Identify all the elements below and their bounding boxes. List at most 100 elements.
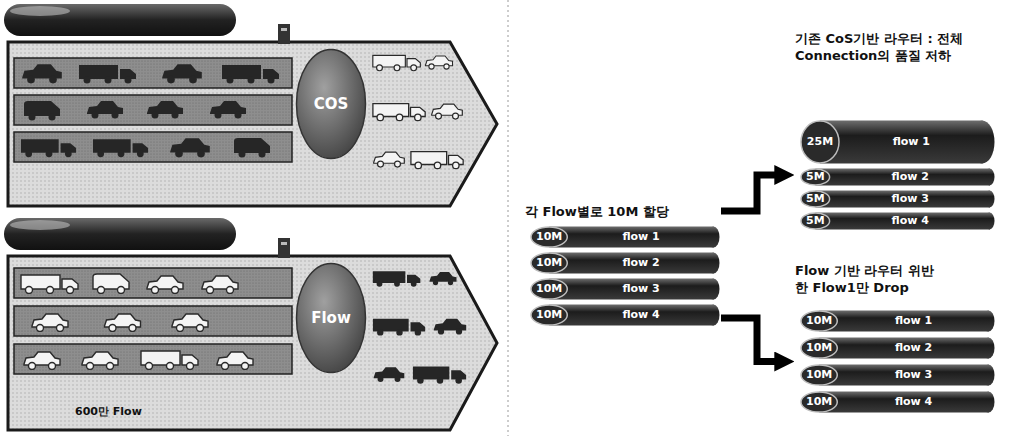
- truck-icon: [411, 152, 463, 169]
- group-heading: Flow 기반 라우터 위반한 Flow1만 Drop: [795, 262, 938, 296]
- router-circle: Flow: [295, 262, 367, 374]
- cylinder-end: [982, 392, 994, 413]
- bandwidth-label: 10M: [800, 364, 838, 386]
- cos-panel: [4, 4, 497, 206]
- car-icon: [24, 352, 60, 370]
- cylinder-end: [707, 227, 719, 248]
- van-icon: [93, 274, 129, 294]
- lane: [14, 344, 292, 374]
- flow-group: 각 Flow별로 10M 할당10Mflow 110Mflow 210Mflow…: [525, 203, 720, 326]
- cylinder-cap: [801, 392, 837, 412]
- cylinder-cap: [801, 365, 837, 385]
- flow-label: flow 2: [831, 168, 995, 186]
- cylinder-end: [984, 213, 994, 230]
- lane: [14, 268, 292, 298]
- heading-pill: [4, 218, 236, 250]
- car-icon: [202, 276, 238, 294]
- lane: [14, 95, 292, 125]
- car-icon: [87, 101, 123, 119]
- plug-icon: [281, 242, 287, 245]
- flow-label: flow 3: [838, 364, 995, 386]
- cylinder-end: [970, 121, 995, 164]
- flow-cylinder: 10Mflow 4: [530, 304, 720, 326]
- bandwidth-label: 10M: [530, 252, 568, 274]
- flow-label: flow 3: [831, 190, 995, 208]
- flow-cylinder: 10Mflow 1: [800, 310, 995, 332]
- flow-cylinder: 25Mflow 1: [800, 120, 995, 164]
- cylinder-cap: [801, 121, 839, 163]
- bandwidth-label: 10M: [800, 337, 838, 359]
- cylinder-cap: [801, 191, 830, 207]
- flow-group: 기존 CoS기반 라우터 : 전체 Connection의 품질 저하25Mfl…: [795, 30, 1000, 230]
- ellipse-outline: [297, 264, 366, 373]
- car-icon: [170, 138, 210, 157]
- group-heading: 기존 CoS기반 라우터 : 전체 Connection의 품질 저하: [795, 30, 1000, 64]
- truck-icon: [21, 139, 76, 157]
- lane: [14, 306, 292, 336]
- flow-label: flow 1: [840, 120, 995, 164]
- car-icon: [374, 152, 405, 167]
- plug-icon: [278, 24, 290, 44]
- car-icon: [22, 64, 62, 83]
- flow-cylinder: 5Mflow 4: [800, 212, 995, 230]
- cylinder-cap: [531, 305, 567, 325]
- van-icon: [24, 101, 60, 121]
- router-circle: COS: [295, 48, 367, 160]
- divider-line: [508, 0, 509, 436]
- flow-cylinder: 10Mflow 2: [530, 252, 720, 274]
- car-icon: [147, 276, 183, 294]
- flow-panel: [4, 218, 497, 430]
- cylinder-end: [707, 279, 719, 300]
- flow-cylinder: 5Mflow 3: [800, 190, 995, 208]
- car-icon: [430, 272, 457, 285]
- truck-icon: [141, 351, 198, 370]
- panel-outline: [8, 42, 497, 206]
- flow-label: flow 1: [838, 310, 995, 332]
- cylinder-cap: [531, 227, 567, 247]
- cylinder-end: [982, 338, 994, 359]
- bandwidth-label: 25M: [800, 120, 840, 164]
- truck-icon: [21, 275, 78, 294]
- cylinder-end: [982, 365, 994, 386]
- truck-icon: [93, 139, 148, 157]
- flow-cylinder: 10Mflow 2: [800, 337, 995, 359]
- truck-icon: [79, 65, 136, 84]
- car-icon: [32, 314, 68, 332]
- vehicles: [21, 64, 279, 157]
- flow-group: Flow 기반 라우터 위반한 Flow1만 Drop10Mflow 110Mf…: [795, 262, 995, 413]
- car-icon: [426, 56, 453, 69]
- car-icon: [82, 352, 118, 370]
- flow-label: flow 1: [568, 226, 720, 248]
- flow-label: flow 3: [568, 278, 720, 300]
- truck-icon: [373, 104, 425, 121]
- pill-highlight: [10, 6, 70, 16]
- flow-count-label: 600만 Flow: [75, 404, 142, 419]
- flow-label: flow 4: [838, 391, 995, 413]
- flow-label: flow 2: [838, 337, 995, 359]
- cylinder-end: [982, 311, 994, 332]
- flow-cylinder: 5Mflow 2: [800, 168, 995, 186]
- cylinder-cap: [801, 311, 837, 331]
- lane: [14, 132, 292, 162]
- cylinder-end: [707, 305, 719, 326]
- bandwidth-label: 10M: [530, 278, 568, 300]
- bandwidth-label: 5M: [800, 212, 831, 230]
- lane: [14, 58, 292, 88]
- panel-outline: [8, 256, 497, 430]
- cylinder-cap: [531, 253, 567, 273]
- car-icon: [147, 101, 183, 119]
- flow-label: flow 4: [831, 212, 995, 230]
- car-icon: [432, 104, 463, 119]
- bandwidth-label: 10M: [800, 310, 838, 332]
- router-label: Flow: [311, 309, 351, 327]
- cylinder-end: [984, 191, 994, 208]
- bandwidth-label: 5M: [800, 190, 831, 208]
- flow-cylinder: 10Mflow 4: [800, 391, 995, 413]
- group-heading: 각 Flow별로 10M 할당: [525, 203, 720, 220]
- block-arrow: [721, 318, 781, 362]
- vehicles: [373, 271, 466, 383]
- vehicles: [373, 55, 463, 168]
- flow-label: flow 2: [568, 252, 720, 274]
- truck-icon: [373, 271, 421, 286]
